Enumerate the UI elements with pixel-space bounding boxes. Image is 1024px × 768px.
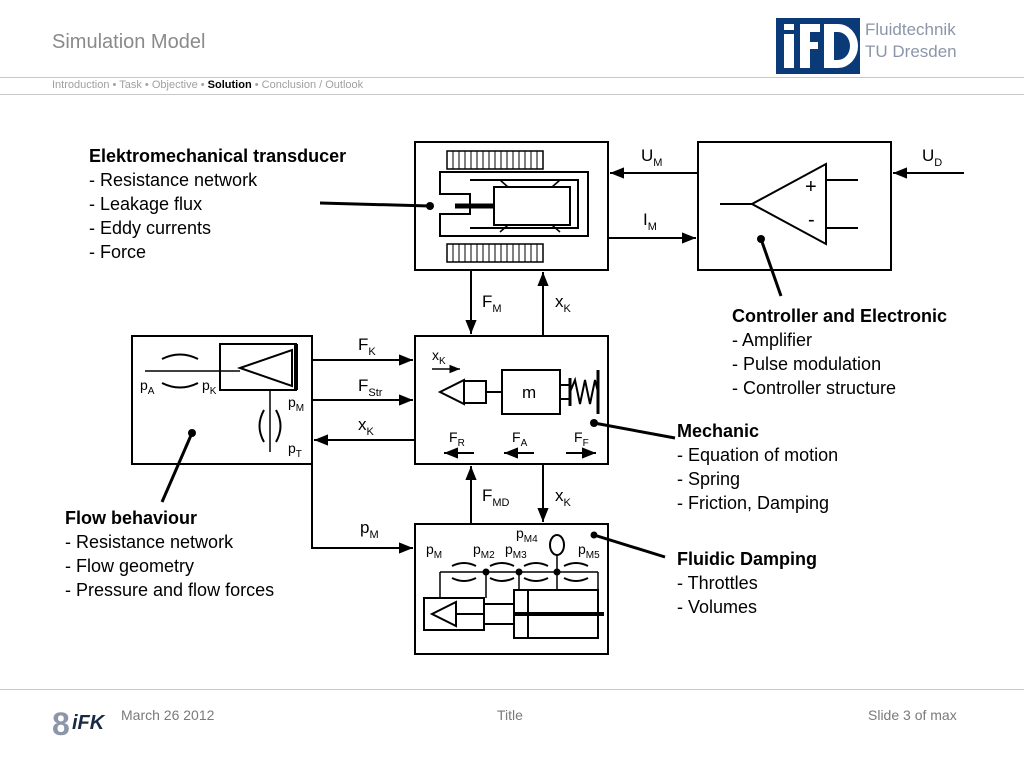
signal-labels: UM UD IM FM xK FK FStr xK FMD xK pM [358,146,942,541]
plus-sign: + [805,176,817,198]
header-divider [0,77,1024,78]
list-item: - Controller structure [732,378,897,398]
flow-title: Flow behaviour [65,508,198,528]
list-item: - Resistance network [65,532,234,552]
footer-title: Title [497,707,523,723]
flow-description: Flow behaviour - Resistance network - Fl… [65,506,274,602]
breadcrumb-separator: • [109,79,120,91]
mechanic-block: m [414,335,609,465]
damping-description: Fluidic Damping - Throttles - Volumes [677,547,817,619]
label-fstr: FStr [358,376,383,399]
breadcrumb-separator: • [251,79,262,91]
footer-date: March 26 2012 [121,707,215,723]
label-pm5: pM5 [578,541,600,561]
leader-lines [160,201,783,559]
label-xk-bottom: xK [555,486,572,509]
list-item: - Spring [677,469,741,489]
breadcrumb-item[interactable]: Task [119,79,142,91]
logo-line-1: Fluidtechnik [865,20,956,39]
label-pm3: pM3 [505,541,527,561]
label-xk-top: xK [555,292,572,315]
flow-block [131,335,313,465]
label-pm: pM [426,541,442,561]
label-fr: FR [449,429,465,449]
label-pk: pK [202,377,217,397]
label-pa: pA [140,377,155,397]
list-item: - Leakage flux [89,194,203,214]
list-item: - Equation of motion [677,445,839,465]
label-ff: FF [574,429,589,449]
damping-title: Fluidic Damping [677,549,818,569]
label-fa: FA [512,429,528,449]
mechanic-description: Mechanic - Equation of motion - Spring -… [677,419,838,515]
breadcrumb-item[interactable]: Solution [207,79,252,91]
breadcrumb-separator: • [141,79,152,91]
ifk-logo-text: iFK [72,712,106,734]
transducer-block [414,141,609,271]
transducer-title: Elektromechanical transducer [89,146,347,166]
page-title: Simulation Model [52,31,206,53]
logo-line-2: TU Dresden [865,42,957,61]
list-item: - Pulse modulation [732,354,882,374]
minus-sign: - [808,209,815,231]
label-pm2: pM2 [473,541,495,561]
label-inner-xk: xK [432,347,446,367]
breadcrumb-separator: • [197,79,208,91]
ifd-logo-icon [776,18,860,74]
ifd-logo-text: Fluidtechnik TU Dresden [865,19,957,63]
controller-description: Controller and Electronic - Amplifier - … [732,304,947,400]
label-fk: FK [358,335,376,358]
label-ud: UD [922,146,942,169]
ifk-logo-icon: 8 iFK [52,706,106,740]
list-item: - Flow geometry [65,556,195,576]
list-item: - Pressure and flow forces [65,580,275,600]
label-im: IM [643,210,657,233]
breadcrumb: Introduction • Task • Objective • Soluti… [52,79,363,91]
breadcrumb-item[interactable]: Introduction [52,79,110,91]
mass-label: m [522,383,536,402]
svg-text:8: 8 [52,706,70,740]
signal-connections [311,167,964,554]
label-pm-valve: pM [288,394,304,414]
list-item: - Resistance network [89,170,258,190]
label-fm: FM [482,292,502,315]
list-item: - Friction, Damping [677,493,830,513]
label-fmd: FMD [482,486,510,509]
label-xk-left: xK [358,415,375,438]
list-item: - Eddy currents [89,218,212,238]
list-item: - Volumes [677,597,758,617]
inner-labels: xK FR FA FF pA pK pM pT pM4 pM pM2 pM3 p… [140,347,600,561]
breadcrumb-item[interactable]: Objective [151,79,198,91]
mechanic-title: Mechanic [677,421,760,441]
list-item: - Force [89,242,147,262]
footer-slide-number: Slide 3 of max [868,707,957,723]
transducer-description: Elektromechanical transducer - Resistanc… [89,144,346,264]
label-pm-line: pM [360,518,379,541]
label-um: UM [641,146,662,169]
label-pt: pT [288,440,302,460]
breadcrumb-item[interactable]: Conclusion / Outlook [261,79,364,91]
controller-title: Controller and Electronic [732,306,948,326]
label-pm4: pM4 [516,525,538,545]
list-item: - Throttles [677,573,758,593]
controller-block: + - [697,141,892,271]
damping-block [414,523,609,655]
list-item: - Amplifier [732,330,813,350]
breadcrumb-divider [0,94,1024,95]
footer-divider [0,689,1024,690]
